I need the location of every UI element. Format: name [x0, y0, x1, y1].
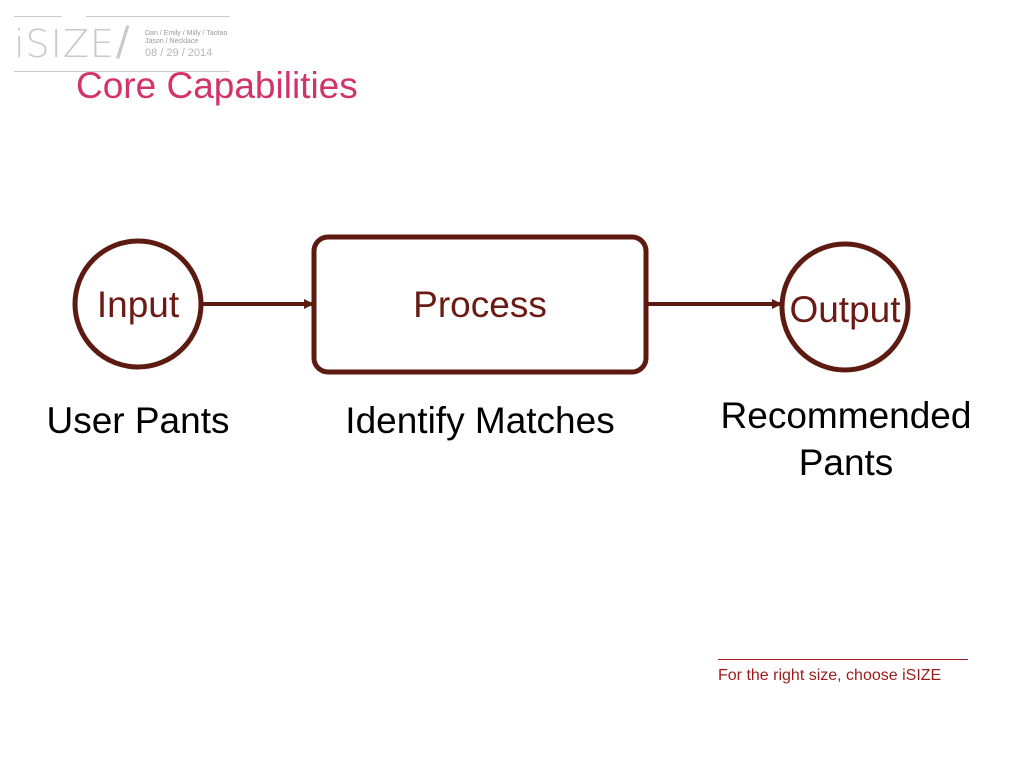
logo-wordmark: iSIZE	[14, 22, 115, 66]
team-names-line2: Jason / Necklace	[145, 38, 199, 45]
page-title: Core Capabilities	[76, 65, 358, 106]
output-node	[779, 241, 911, 373]
process-node-label: Process	[413, 284, 547, 325]
output-caption-line1: Recommended	[720, 395, 972, 436]
logo-slash: /	[116, 19, 130, 65]
team-names-line1: Dan / Emily / Milly / Taotao	[145, 30, 228, 37]
process-node	[311, 234, 649, 375]
output-caption-line2: Pants	[798, 442, 894, 483]
input-node-label: Input	[96, 284, 180, 325]
input-caption: User Pants	[46, 400, 230, 441]
logo-date: 08 / 29 / 2014	[145, 47, 213, 59]
footer-divider	[718, 659, 968, 660]
output-caption: Recommended Pants	[690, 392, 1002, 486]
logo-top-line-left	[14, 16, 62, 17]
logo-top-line-right	[86, 16, 230, 17]
team-names: Dan / Emily / Milly / Taotao Jason / Nec…	[145, 30, 227, 46]
input-node	[72, 238, 204, 370]
output-node-label: Output	[789, 289, 901, 330]
logo-bottom-line	[14, 71, 230, 72]
process-caption: Identify Matches	[345, 400, 615, 441]
footer-tagline: For the right size, choose iSIZE	[718, 667, 942, 684]
